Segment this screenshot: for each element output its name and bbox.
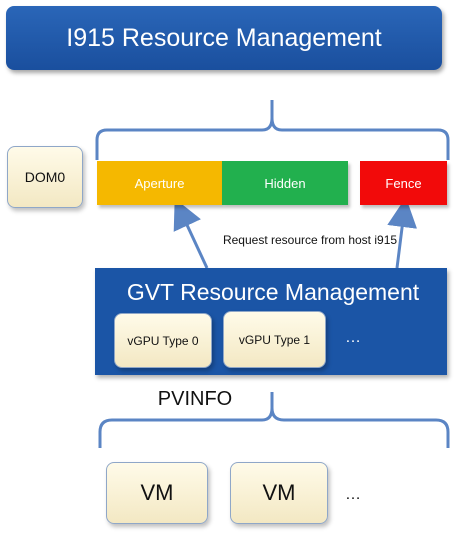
vgpu-type-1-label: vGPU Type 1 [238, 332, 311, 347]
vm-label-1: VM [140, 480, 174, 505]
top-bracket [95, 100, 450, 160]
aperture-segment: Aperture [97, 161, 222, 205]
fence-label: Fence [385, 175, 422, 191]
vgpu-type-1-box: vGPU Type 1 [223, 311, 326, 368]
hidden-segment: Hidden [222, 161, 348, 205]
vm-bracket [98, 392, 450, 448]
aperture-label: Aperture [134, 175, 185, 191]
dom0-label: DOM0 [24, 169, 66, 185]
vm-label-2: VM [262, 480, 296, 505]
vm-box-1: VM [106, 462, 208, 524]
dom0-box: DOM0 [7, 146, 83, 208]
vgpu-type-0-box: vGPU Type 0 [114, 313, 212, 368]
vm-box-2: VM [230, 462, 328, 524]
banner-title: I915 Resource Management [66, 23, 382, 52]
fence-segment: Fence [360, 161, 447, 205]
request-resource-label: Request resource from host i915 [222, 233, 398, 247]
gvt-title: GVT Resource Management [126, 278, 420, 305]
vgpu-type-0-label: vGPU Type 0 [127, 333, 199, 348]
i915-resource-management-banner: I915 Resource Management [6, 6, 442, 70]
vm-more-ellipsis: … [345, 486, 361, 503]
pvinfo-label: PVINFO [157, 387, 233, 410]
arrow-to-aperture [173, 198, 209, 269]
arrow-to-fence [387, 197, 418, 269]
hidden-label: Hidden [264, 175, 306, 191]
vgpu-more-ellipsis: … [345, 329, 361, 346]
